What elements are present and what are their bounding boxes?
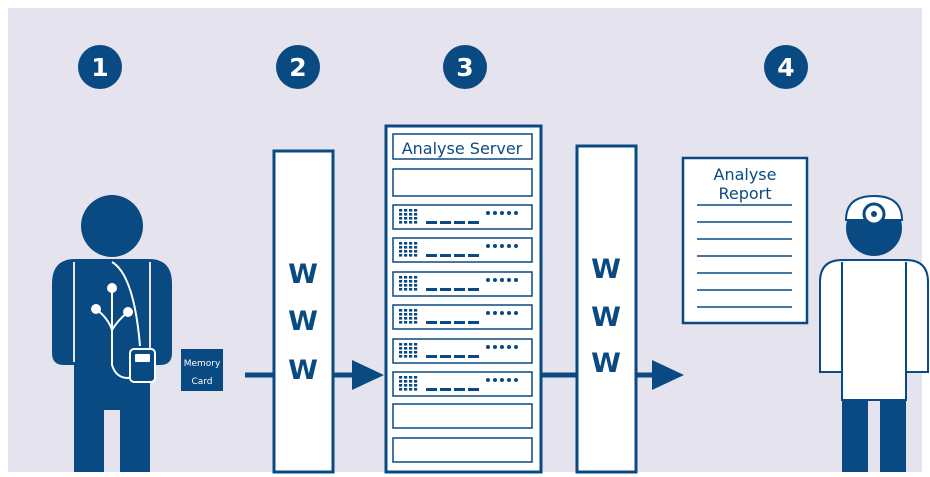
server-rack-unit	[392, 271, 533, 297]
arrow-right-icon	[352, 360, 384, 390]
report-title-line1: Analyse	[714, 165, 777, 184]
server-title: Analyse Server	[402, 139, 523, 158]
server-rack-unit	[392, 204, 533, 230]
memory-card-label-line2: Card	[191, 377, 212, 387]
arrow-right-icon	[652, 360, 684, 390]
analyse-report-document: Analyse Report	[681, 156, 809, 325]
internet-column-left: W W W	[272, 149, 335, 474]
step-number-2: 2	[289, 53, 306, 82]
step-number-1: 1	[91, 53, 108, 82]
server-empty-slot	[392, 168, 533, 197]
step-badge-1: 1	[78, 45, 122, 89]
server-rack-unit	[392, 371, 533, 397]
step-number-4: 4	[777, 53, 794, 82]
step-badge-3: 3	[443, 45, 487, 89]
electrode-left-icon	[91, 304, 101, 314]
www-letter: W	[591, 302, 621, 333]
www-letter: W	[288, 306, 318, 337]
www-letter: W	[591, 348, 621, 379]
doctor-figure-icon	[819, 194, 929, 472]
server-empty-slot	[392, 437, 533, 463]
analyse-server: Analyse Server	[384, 124, 543, 474]
patient-figure-icon	[52, 195, 172, 472]
www-letter: W	[591, 254, 621, 285]
www-letter: W	[288, 259, 318, 290]
server-rack-unit	[392, 338, 533, 364]
server-empty-slot	[392, 403, 533, 429]
report-title-line2: Report	[718, 184, 771, 203]
memory-card-label-line1: Memory	[184, 359, 221, 369]
server-rack-unit	[392, 237, 533, 263]
step-badge-4: 4	[764, 45, 808, 89]
electrode-right-icon	[123, 307, 133, 317]
www-letter: W	[288, 355, 318, 386]
server-rack-unit	[392, 304, 533, 330]
step-badge-2: 2	[276, 45, 320, 89]
memory-card: Memory Card	[181, 349, 223, 391]
step-number-3: 3	[456, 53, 473, 82]
internet-column-right: W W W	[575, 144, 638, 474]
electrode-center-icon	[107, 283, 117, 293]
holter-recorder-icon	[129, 348, 156, 383]
report-text-lines	[697, 204, 792, 308]
